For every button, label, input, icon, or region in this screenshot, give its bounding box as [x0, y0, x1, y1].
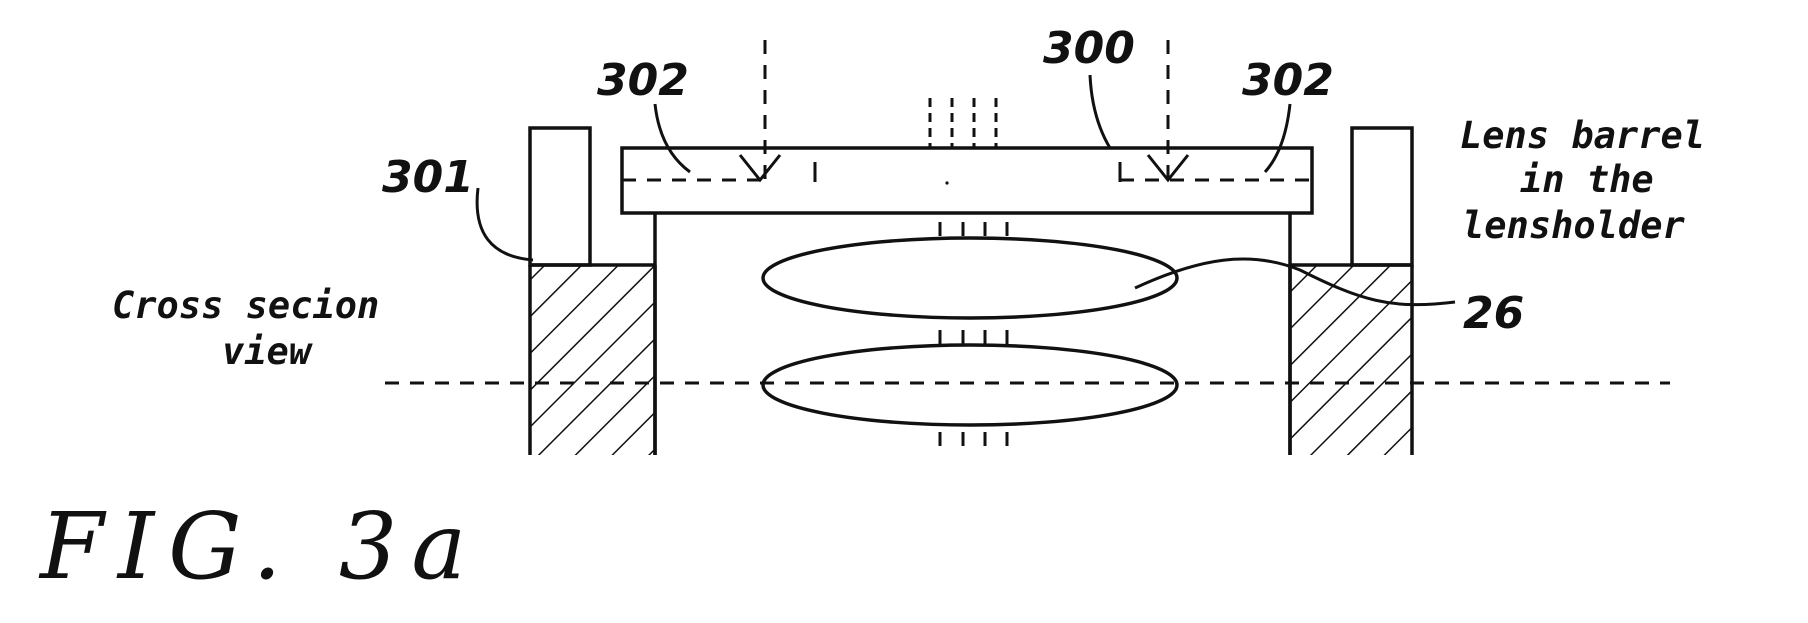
ref-lens: 26 [1463, 288, 1524, 339]
cover-glass [622, 148, 1312, 455]
lens-holder-left [530, 128, 655, 455]
lens-elements [763, 238, 1177, 425]
ref-glue-left: 302 [597, 55, 689, 106]
label-lens-barrel-3: lensholder [1462, 204, 1685, 247]
ref-cover-glass: 300 [1043, 23, 1135, 74]
figure-caption: FIG. 3a [38, 493, 480, 600]
guide-lines [765, 40, 1168, 446]
label-cross-section-1: Cross secion [112, 284, 379, 327]
ref-lens-holder: 301 [382, 152, 474, 203]
label-lens-barrel-2: in the [1520, 158, 1654, 201]
label-cross-section-2: view [222, 330, 313, 373]
ref-glue-right: 302 [1242, 55, 1334, 106]
label-lens-barrel-1: Lens barrel [1460, 114, 1705, 157]
